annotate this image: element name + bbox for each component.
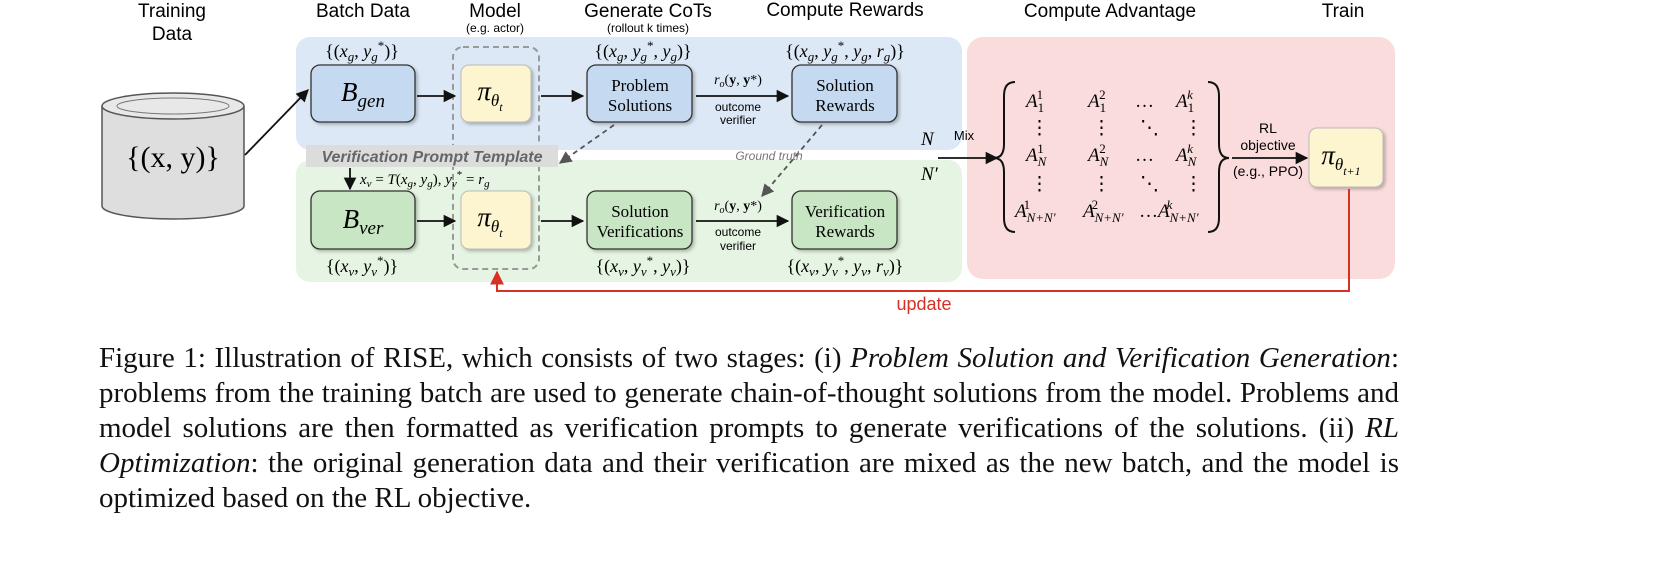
rl-objective-label-2: objective	[1240, 137, 1295, 153]
header-generate-cots-sub: (rollout k times)	[607, 21, 689, 35]
policy-box-gen	[460, 64, 532, 123]
header-model: Model	[469, 1, 521, 22]
rl-objective-label-3: (e.g., PPO)	[1233, 163, 1303, 179]
header-training-data: Training	[138, 1, 206, 22]
matrix-cell: ⋮	[1092, 118, 1111, 139]
matrix-cell: ⋮	[1184, 174, 1203, 195]
matrix-cell: ⋮	[1030, 118, 1049, 139]
n-prime-label: N′	[920, 164, 939, 185]
arrow-data-to-bgen	[244, 89, 309, 156]
matrix-row-5: AN+N′1 AN+N′2 … AN+N′k	[1013, 197, 1199, 225]
b-gen-box	[310, 64, 416, 123]
problem-solutions-label-2: Solutions	[608, 96, 672, 115]
solution-rewards-label: Solution	[816, 76, 874, 95]
figure-caption: Figure 1: Illustration of RISE, which co…	[99, 341, 1399, 516]
matrix-cell: AN+N′k	[1156, 197, 1199, 225]
caption-italic-1: Problem Solution and Verification Genera…	[850, 342, 1391, 374]
b-ver-label: Bver	[343, 204, 384, 239]
ver-rewards-set-label: {(xv, yv*, yv, rv)}	[787, 253, 904, 279]
training-data-cylinder	[101, 92, 245, 220]
matrix-cell: …	[1139, 201, 1158, 222]
matrix-cell: A12	[1086, 87, 1106, 115]
matrix-cell: AN+N′2	[1081, 197, 1124, 225]
n-label: N	[920, 129, 935, 150]
b-gen-label: Bgen	[341, 77, 385, 112]
matrix-cell: …	[1135, 145, 1154, 166]
header-compute-rewards: Compute Rewards	[766, 0, 923, 21]
verification-rewards-label: Verification	[805, 202, 886, 221]
reward-fn-bottom: ro(y, y*)	[714, 199, 762, 216]
matrix-left-brace	[993, 81, 1016, 233]
solution-verifications-box	[586, 190, 693, 250]
solution-rewards-box	[791, 64, 898, 123]
matrix-row-2: ⋮ ⋮ ⋱ ⋮	[1030, 118, 1203, 139]
problem-solutions-box	[586, 64, 693, 123]
b-ver-set-label: {(xv, yv*)}	[326, 253, 398, 279]
advantage-panel	[967, 37, 1395, 279]
training-data-label: {(x, y)}	[126, 141, 220, 174]
policy-label-gen: πθt	[477, 76, 503, 114]
policy-next-label: πθt+1	[1321, 140, 1360, 178]
matrix-cell: AN2	[1086, 141, 1110, 169]
verification-rewards-box	[791, 190, 898, 250]
matrix-cell: AN+N′1	[1013, 197, 1056, 225]
matrix-right-brace	[1207, 81, 1230, 233]
matrix-row-3: AN1 AN2 … ANk	[1024, 141, 1198, 169]
header-batch-data: Batch Data	[316, 1, 410, 22]
header-train: Train	[1322, 1, 1365, 22]
matrix-row-1: A11 A12 … A1k	[1024, 87, 1194, 115]
outcome-verifier-bottom-2: verifier	[720, 239, 756, 253]
matrix-cell: ⋮	[1184, 118, 1203, 139]
policy-box-ver	[460, 190, 532, 250]
matrix-cell: A1k	[1174, 87, 1194, 115]
matrix-cell: ⋮	[1030, 174, 1049, 195]
ground-truth-label: Ground truth	[735, 149, 803, 163]
outcome-verifier-bottom: outcome	[715, 225, 761, 239]
mix-label: Mix	[954, 128, 975, 143]
solution-rewards-label-2: Rewards	[815, 96, 874, 115]
caption-italic-2: RL Optimization	[99, 412, 1399, 479]
matrix-cell: AN1	[1024, 141, 1048, 169]
caption-text-2: : problems from the training batch are u…	[99, 342, 1399, 444]
rl-objective-label: RL	[1259, 120, 1277, 136]
matrix-row-4: ⋮ ⋮ ⋱ ⋮	[1030, 174, 1203, 195]
policy-label-ver: πθt	[477, 202, 503, 240]
update-arrow	[490, 189, 1350, 292]
matrix-cell: ANk	[1174, 141, 1198, 169]
header-generate-cots: Generate CoTs	[584, 1, 712, 22]
verification-rewards-label-2: Rewards	[815, 222, 874, 241]
problem-solutions-label: Problem	[611, 76, 669, 95]
b-ver-box	[310, 190, 416, 250]
header-model-sub: (e.g. actor)	[466, 21, 524, 35]
outcome-verifier-top: outcome	[715, 100, 761, 114]
header-training-data-2: Data	[152, 24, 193, 45]
template-formula: xv = T(xg, yg), yv* = rg	[359, 169, 490, 190]
matrix-cell: ⋱	[1140, 174, 1159, 195]
policy-next-box	[1308, 127, 1384, 188]
matrix-cell: ⋮	[1092, 174, 1111, 195]
caption-text-3: : the original generation data and their…	[99, 447, 1399, 514]
template-label: Verification Prompt Template	[321, 149, 542, 166]
b-gen-set-label: {(xg, yg*)}	[325, 38, 399, 64]
caption-text-1: Figure 1: Illustration of RISE, which co…	[99, 342, 851, 374]
arrow-problem-solutions-to-template	[558, 124, 615, 164]
header-compute-advantage: Compute Advantage	[1024, 1, 1196, 22]
arrow-ground-truth	[761, 124, 823, 197]
matrix-cell: ⋱	[1140, 118, 1159, 139]
matrix-cell: A11	[1024, 87, 1044, 115]
outcome-verifier-top-2: verifier	[720, 113, 756, 127]
update-label: update	[896, 294, 951, 314]
solution-verifications-label-2: Verifications	[597, 222, 684, 241]
matrix-cell: …	[1135, 91, 1154, 112]
template-label-bg	[306, 145, 558, 167]
rise-diagram: Training Data Batch Data Model (e.g. act…	[101, 0, 1395, 314]
reward-fn-top: ro(y, y*)	[714, 73, 762, 90]
solution-verifications-label: Solution	[611, 202, 669, 221]
